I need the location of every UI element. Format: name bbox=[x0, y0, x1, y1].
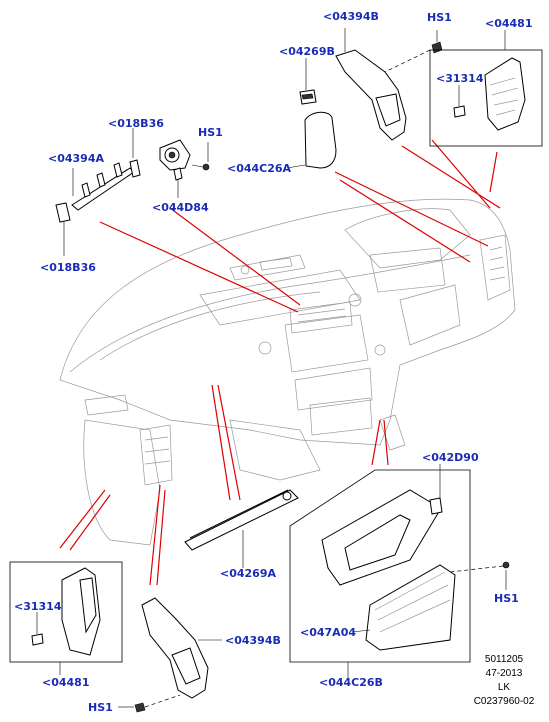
leader-04394B-bottom-b bbox=[156, 489, 166, 586]
part-04394A-bracket bbox=[71, 162, 135, 211]
ref-line-4: C0237960-02 bbox=[474, 696, 535, 707]
leader-04481-bottom-b bbox=[69, 494, 111, 551]
leader-04481-top bbox=[431, 139, 491, 209]
label-HS1-right: HS1 bbox=[494, 592, 519, 605]
label-042D90: <042D90 bbox=[422, 451, 479, 464]
label-044C26A: <044C26A bbox=[227, 162, 292, 175]
leader-044C26A bbox=[339, 179, 471, 263]
leader-04394B-bottom-a bbox=[149, 484, 161, 586]
label-018B36-bottom: <018B36 bbox=[40, 261, 96, 274]
label-044D84: <044D84 bbox=[152, 201, 209, 214]
label-018B36-top: <018B36 bbox=[108, 117, 164, 130]
leader-04394B-top bbox=[401, 145, 501, 209]
part-04394B-top-trim bbox=[335, 28, 407, 141]
label-31314-bottom: <31314 bbox=[14, 600, 62, 613]
leader-04481-bottom-a bbox=[59, 489, 106, 549]
label-31314-top: <31314 bbox=[436, 72, 484, 85]
leader-04269A-b bbox=[217, 384, 241, 501]
leader-04394A-018B36 bbox=[99, 221, 299, 313]
part-04394B-bottom-trim bbox=[141, 597, 222, 699]
label-HS1-mid: HS1 bbox=[198, 126, 223, 139]
part-018B36-clip-bottom bbox=[55, 202, 71, 256]
label-047A04: <047A04 bbox=[300, 626, 356, 639]
leader-04481-top-b bbox=[489, 151, 498, 193]
screw-HS1-top bbox=[384, 30, 443, 73]
label-04481-bottom: <04481 bbox=[42, 676, 90, 689]
leader-044C26B-a bbox=[371, 419, 381, 466]
box-04481-bottom bbox=[9, 561, 123, 675]
leader-044C26A-b bbox=[334, 171, 489, 247]
ref-line-1: 5011205 bbox=[485, 654, 524, 665]
part-018B36-clip-top bbox=[129, 159, 141, 178]
part-044D84-switch bbox=[159, 139, 191, 198]
screw-HS1-right bbox=[449, 561, 510, 590]
label-HS1-bottom: HS1 bbox=[88, 701, 113, 714]
label-04394A: <04394A bbox=[48, 152, 104, 165]
label-04481-top: <04481 bbox=[485, 17, 533, 30]
leader-044C26B-b bbox=[383, 419, 389, 466]
label-04394B-bottom: <04394B bbox=[225, 634, 281, 647]
part-04269B-connector bbox=[299, 58, 317, 105]
box-044C26B bbox=[289, 464, 471, 678]
label-04394B-top: <04394B bbox=[323, 10, 379, 23]
screw-HS1-mid bbox=[191, 142, 210, 171]
ref-line-2: 47-2013 bbox=[486, 668, 523, 679]
red-leader-lines bbox=[59, 139, 501, 586]
dashboard-assembly bbox=[59, 198, 516, 546]
label-044C26B: <044C26B bbox=[319, 676, 383, 689]
label-04269B: <04269B bbox=[279, 45, 335, 58]
label-04269A: <04269A bbox=[220, 567, 276, 580]
ref-line-3: LK bbox=[498, 682, 511, 693]
screw-HS1-bottom bbox=[118, 694, 181, 713]
leader-04269A-a bbox=[211, 384, 231, 501]
leader-044D84 bbox=[169, 207, 301, 306]
label-HS1-top: HS1 bbox=[427, 11, 452, 24]
part-044C26A-cover bbox=[286, 111, 337, 169]
part-04269A-strip bbox=[184, 489, 299, 568]
box-04481-top bbox=[429, 30, 543, 147]
